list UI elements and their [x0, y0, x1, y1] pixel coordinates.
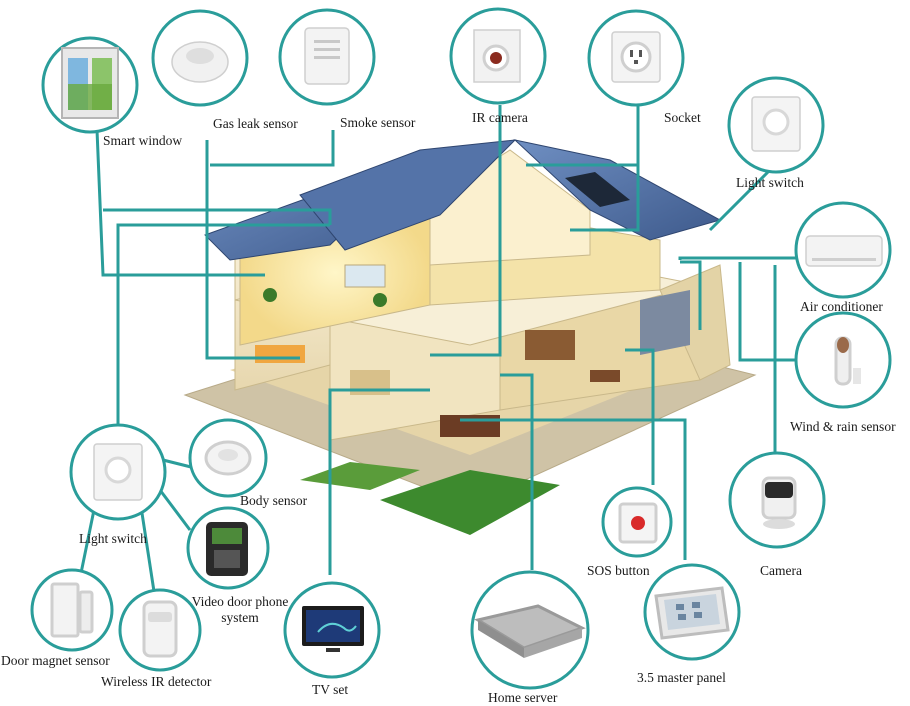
connector-ac-right — [680, 260, 702, 330]
label-light-switch-left: Light switch — [79, 531, 147, 546]
gas-sensor-icon — [171, 41, 229, 83]
bubble-smart-window — [41, 36, 139, 134]
bubble-light-switch-left — [69, 423, 167, 521]
label-socket: Socket — [664, 110, 701, 125]
connector-door-magnet — [78, 504, 97, 579]
bubble-video-door-phone — [186, 506, 270, 590]
bubble-home-server — [470, 570, 590, 690]
connector-wind-rain — [738, 262, 800, 362]
bubble-light-switch-top — [727, 76, 825, 174]
connector-air-conditioner — [678, 256, 805, 260]
light-switch-icon — [93, 443, 143, 501]
window-icon — [61, 47, 119, 119]
wind-rain-sensor-icon — [834, 336, 861, 386]
socket-icon — [611, 31, 661, 83]
bubble-camera — [728, 451, 826, 549]
house-illustration — [183, 139, 757, 535]
label-smart-window: Smart window — [103, 133, 183, 148]
upper-window — [344, 264, 386, 288]
bubble-air-conditioner — [794, 201, 892, 299]
label-ir-camera: IR camera — [472, 110, 528, 125]
label-home-server: Home server — [488, 690, 558, 705]
bubble-socket — [587, 9, 685, 107]
connector-smart-window-2 — [103, 208, 332, 225]
connector-video-door — [158, 489, 192, 531]
sofa — [440, 415, 500, 437]
air-conditioner-icon — [805, 235, 883, 267]
bubble-smoke-sensor — [278, 8, 376, 106]
connector-home-server — [500, 373, 534, 570]
connector-tv — [328, 388, 430, 575]
connector-socket — [570, 105, 640, 232]
label-air-conditioner: Air conditioner — [800, 299, 883, 314]
bubble-body-sensor — [188, 418, 268, 498]
connector-lines — [78, 105, 805, 599]
device-bubbles — [30, 7, 892, 690]
connector-sos — [625, 348, 655, 485]
tv-stand — [525, 330, 575, 360]
table — [590, 370, 620, 382]
light-switch-icon — [751, 96, 801, 152]
door-magnet-sensor-icon — [50, 582, 94, 638]
plant-2 — [373, 293, 387, 307]
smoke-sensor-icon — [304, 27, 350, 85]
label-master-panel: 3.5 master panel — [637, 670, 726, 685]
master-panel-icon — [654, 586, 730, 640]
bubble-master-panel — [643, 563, 741, 661]
bubble-gas-leak-sensor — [151, 9, 249, 107]
label-smoke-sensor: Smoke sensor — [340, 115, 416, 130]
bubble-sos-button — [601, 486, 673, 558]
bubble-wind-rain-sensor — [794, 311, 892, 409]
lawn — [380, 470, 560, 535]
connector-ir-camera — [430, 105, 502, 357]
label-body-sensor: Body sensor — [240, 493, 308, 508]
connector-smart-window — [95, 129, 265, 277]
tv-icon — [302, 606, 364, 652]
label-wind-rain-sensor: Wind & rain sensor — [790, 419, 896, 434]
label-sos-button: SOS button — [587, 563, 650, 578]
connector-gas-leak — [205, 140, 300, 360]
connector-ir-detector — [138, 499, 157, 599]
label-gas-leak-sensor: Gas leak sensor — [213, 116, 298, 131]
plant — [263, 288, 277, 302]
connector-master-panel — [460, 418, 687, 560]
bubble-ir-detector — [118, 588, 202, 672]
label-light-switch-top: Light switch — [736, 175, 804, 190]
roof-main-left — [299, 139, 517, 251]
label-video-door-phone: Video door phone system — [191, 594, 289, 625]
sos-button-icon — [618, 502, 658, 544]
connector-light-switch-left — [116, 223, 330, 430]
ir-camera-icon — [473, 29, 521, 83]
outer-room — [640, 290, 690, 355]
connector-light-switch-top — [708, 168, 772, 232]
camera-icon — [761, 476, 797, 529]
bubble-door-magnet-sensor — [30, 568, 114, 652]
home-server-icon — [474, 604, 586, 658]
kitchen-counter — [255, 345, 305, 363]
video-door-phone-icon — [206, 522, 248, 576]
label-tv-set: TV set — [312, 682, 349, 697]
label-ir-detector: Wireless IR detector — [101, 674, 212, 689]
label-door-magnet-sensor: Door magnet sensor — [1, 653, 110, 668]
ir-detector-icon — [142, 600, 178, 658]
bubble-tv-set — [283, 581, 381, 679]
body-sensor-icon — [204, 440, 252, 476]
bubble-ir-camera — [449, 7, 547, 105]
skylight — [565, 172, 630, 207]
label-camera: Camera — [760, 563, 802, 578]
connector-smoke — [210, 130, 335, 167]
